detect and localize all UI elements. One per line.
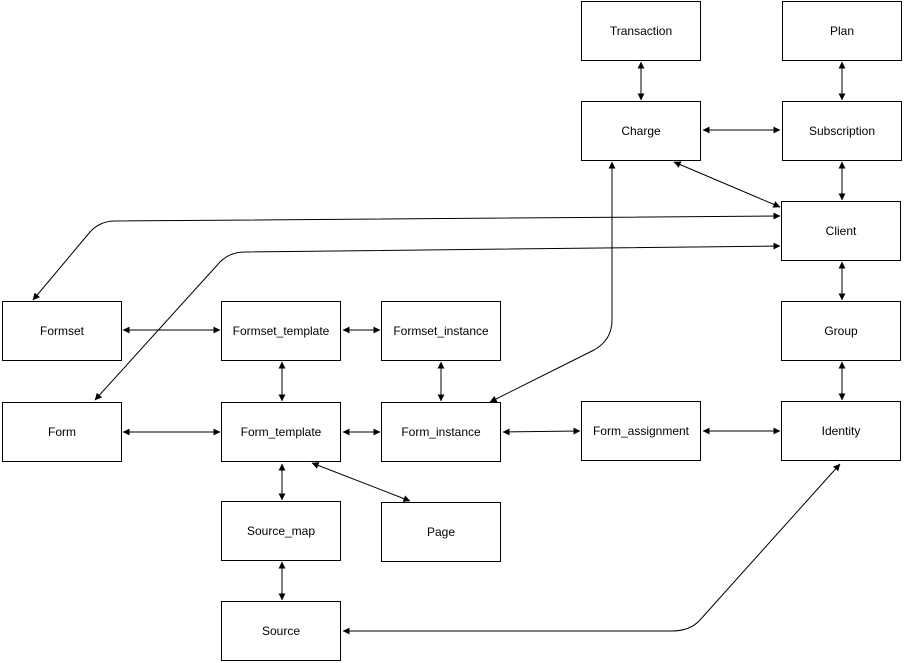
edge-charge-form-instance xyxy=(489,161,616,403)
edge-form-template-page xyxy=(311,462,411,502)
node-form-assignment-label: Form_assignment xyxy=(592,424,690,438)
node-identity: Identity xyxy=(781,401,901,461)
node-client: Client xyxy=(781,201,901,261)
node-form-instance: Form_instance xyxy=(381,402,501,462)
node-plan: Plan xyxy=(782,1,902,61)
edge-client-form xyxy=(94,242,781,401)
node-form-template-label: Form_template xyxy=(240,425,322,439)
node-formset-template-label: Formset_template xyxy=(232,324,330,338)
node-formset-template: Formset_template xyxy=(221,301,341,361)
node-client-label: Client xyxy=(825,224,857,238)
node-form-label: Form xyxy=(48,425,76,439)
node-charge-label: Charge xyxy=(621,124,661,138)
node-source-map: Source_map xyxy=(221,501,341,561)
node-form: Form xyxy=(2,402,122,462)
node-page: Page xyxy=(381,502,501,562)
node-page-label: Page xyxy=(426,525,456,539)
node-formset-instance-label: Formset_instance xyxy=(393,324,489,338)
node-source: Source xyxy=(221,601,341,661)
node-group-label: Group xyxy=(824,324,858,338)
node-subscription: Subscription xyxy=(782,101,902,161)
node-formset-label: Formset xyxy=(39,324,84,338)
node-form-instance-label: Form_instance xyxy=(401,425,481,439)
node-transaction-label: Transaction xyxy=(609,24,673,38)
edge-charge-client xyxy=(673,161,781,208)
node-source-label: Source xyxy=(261,624,301,638)
edge-identity-source xyxy=(342,463,841,635)
node-subscription-label: Subscription xyxy=(808,124,876,138)
node-plan-label: Plan xyxy=(829,24,855,38)
node-formset: Formset xyxy=(2,301,122,361)
edge-client-formset xyxy=(32,212,781,301)
node-form-assignment: Form_assignment xyxy=(581,401,701,461)
node-form-template: Form_template xyxy=(221,402,341,462)
node-charge: Charge xyxy=(581,101,701,161)
node-source-map-label: Source_map xyxy=(246,524,316,538)
node-formset-instance: Formset_instance xyxy=(381,301,501,361)
node-group: Group xyxy=(781,301,901,361)
node-transaction: Transaction xyxy=(581,1,701,61)
edge-form-instance-form-assignment xyxy=(502,427,581,436)
node-identity-label: Identity xyxy=(821,424,861,438)
